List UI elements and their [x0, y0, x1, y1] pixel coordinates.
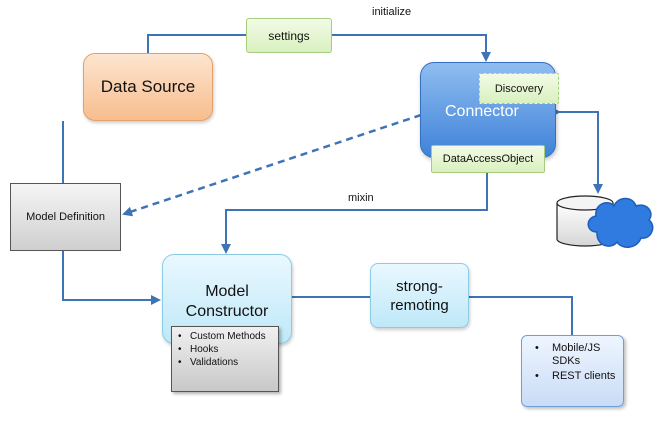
connector-label: Connector [445, 103, 519, 120]
list-item: Mobile/JS SDKs [522, 342, 623, 368]
data-access-object-node: DataAccessObject [431, 145, 545, 173]
clients-node: Mobile/JS SDKs REST clients [521, 335, 624, 407]
remoting-to-clients-line [469, 296, 573, 335]
initialize-label: initialize [372, 6, 412, 18]
model-constructor-features-list: Custom Methods Hooks Validations [171, 326, 279, 392]
strong-remoting-node: strong-remoting [370, 263, 469, 328]
data-source-node: Data Source [83, 53, 213, 121]
mixin-arrow [221, 173, 488, 254]
mixin-label: mixin [348, 192, 374, 204]
list-item: Validations [172, 356, 278, 369]
list-item: REST clients [522, 370, 623, 383]
modeldef-to-constructor-arrow [62, 251, 161, 305]
cloud-icon [587, 197, 654, 248]
connector-database-arrow [551, 107, 603, 194]
model-constructor-label: Model Constructor [185, 283, 269, 320]
model-definition-node: Model Definition [10, 183, 121, 251]
list-item: Custom Methods [172, 330, 278, 343]
list-item: Hooks [172, 343, 278, 356]
settings-node: settings [246, 18, 332, 53]
discovery-node: Discovery [479, 73, 559, 104]
discovery-arrow [122, 94, 479, 217]
